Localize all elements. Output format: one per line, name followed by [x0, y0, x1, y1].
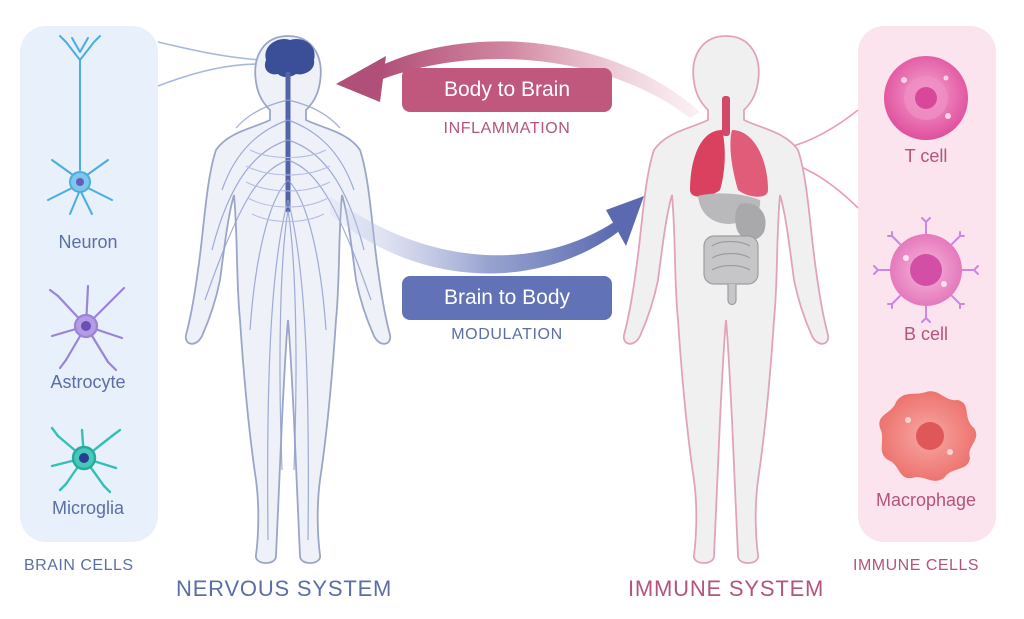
left-lung-icon: [690, 130, 725, 197]
astrocyte-label: Astrocyte: [50, 372, 126, 392]
macrophage-label: Macrophage: [875, 490, 977, 510]
modulation-label: MODULATION: [451, 326, 563, 343]
brain-to-body-arrow: [330, 196, 644, 274]
brain-icon: [264, 38, 315, 77]
microglia-label: Microglia: [51, 498, 125, 518]
brain-to-body-label: Brain to Body: [402, 276, 612, 320]
trachea: [722, 96, 730, 136]
inflammation-label: INFLAMMATION: [443, 120, 571, 137]
body-to-brain-label: Body to Brain: [402, 68, 612, 112]
t-cell-icon: [884, 56, 968, 140]
immune-system-body: [622, 35, 830, 564]
nervous-system-body: [184, 35, 392, 564]
brain-connector-lines: [157, 41, 263, 87]
body-to-brain-arrow: [336, 41, 700, 118]
immune-cells-section-label: IMMUNE CELLS: [853, 557, 980, 574]
t-cell-label: T cell: [904, 146, 948, 166]
stomach-icon: [735, 203, 766, 240]
immune-system-title: IMMUNE SYSTEM: [628, 576, 825, 601]
neuron-label: Neuron: [58, 232, 118, 252]
nervous-system-title: NERVOUS SYSTEM: [176, 576, 393, 601]
rib-lines: [245, 149, 331, 222]
intestines-icon: [703, 235, 759, 306]
microglia-icon: [50, 426, 122, 494]
macrophage-icon: [879, 391, 977, 481]
neuron-icon: [47, 35, 113, 215]
b-cell-icon: [873, 217, 979, 323]
immune-body-silhouette: [622, 35, 830, 564]
nerve-network: [204, 99, 372, 541]
astrocyte-icon: [48, 284, 126, 372]
right-lung-icon: [730, 130, 768, 197]
brain-cells-section-label: BRAIN CELLS: [24, 557, 134, 574]
b-cell-label: B cell: [903, 324, 948, 344]
nervous-body-silhouette: [184, 35, 392, 564]
